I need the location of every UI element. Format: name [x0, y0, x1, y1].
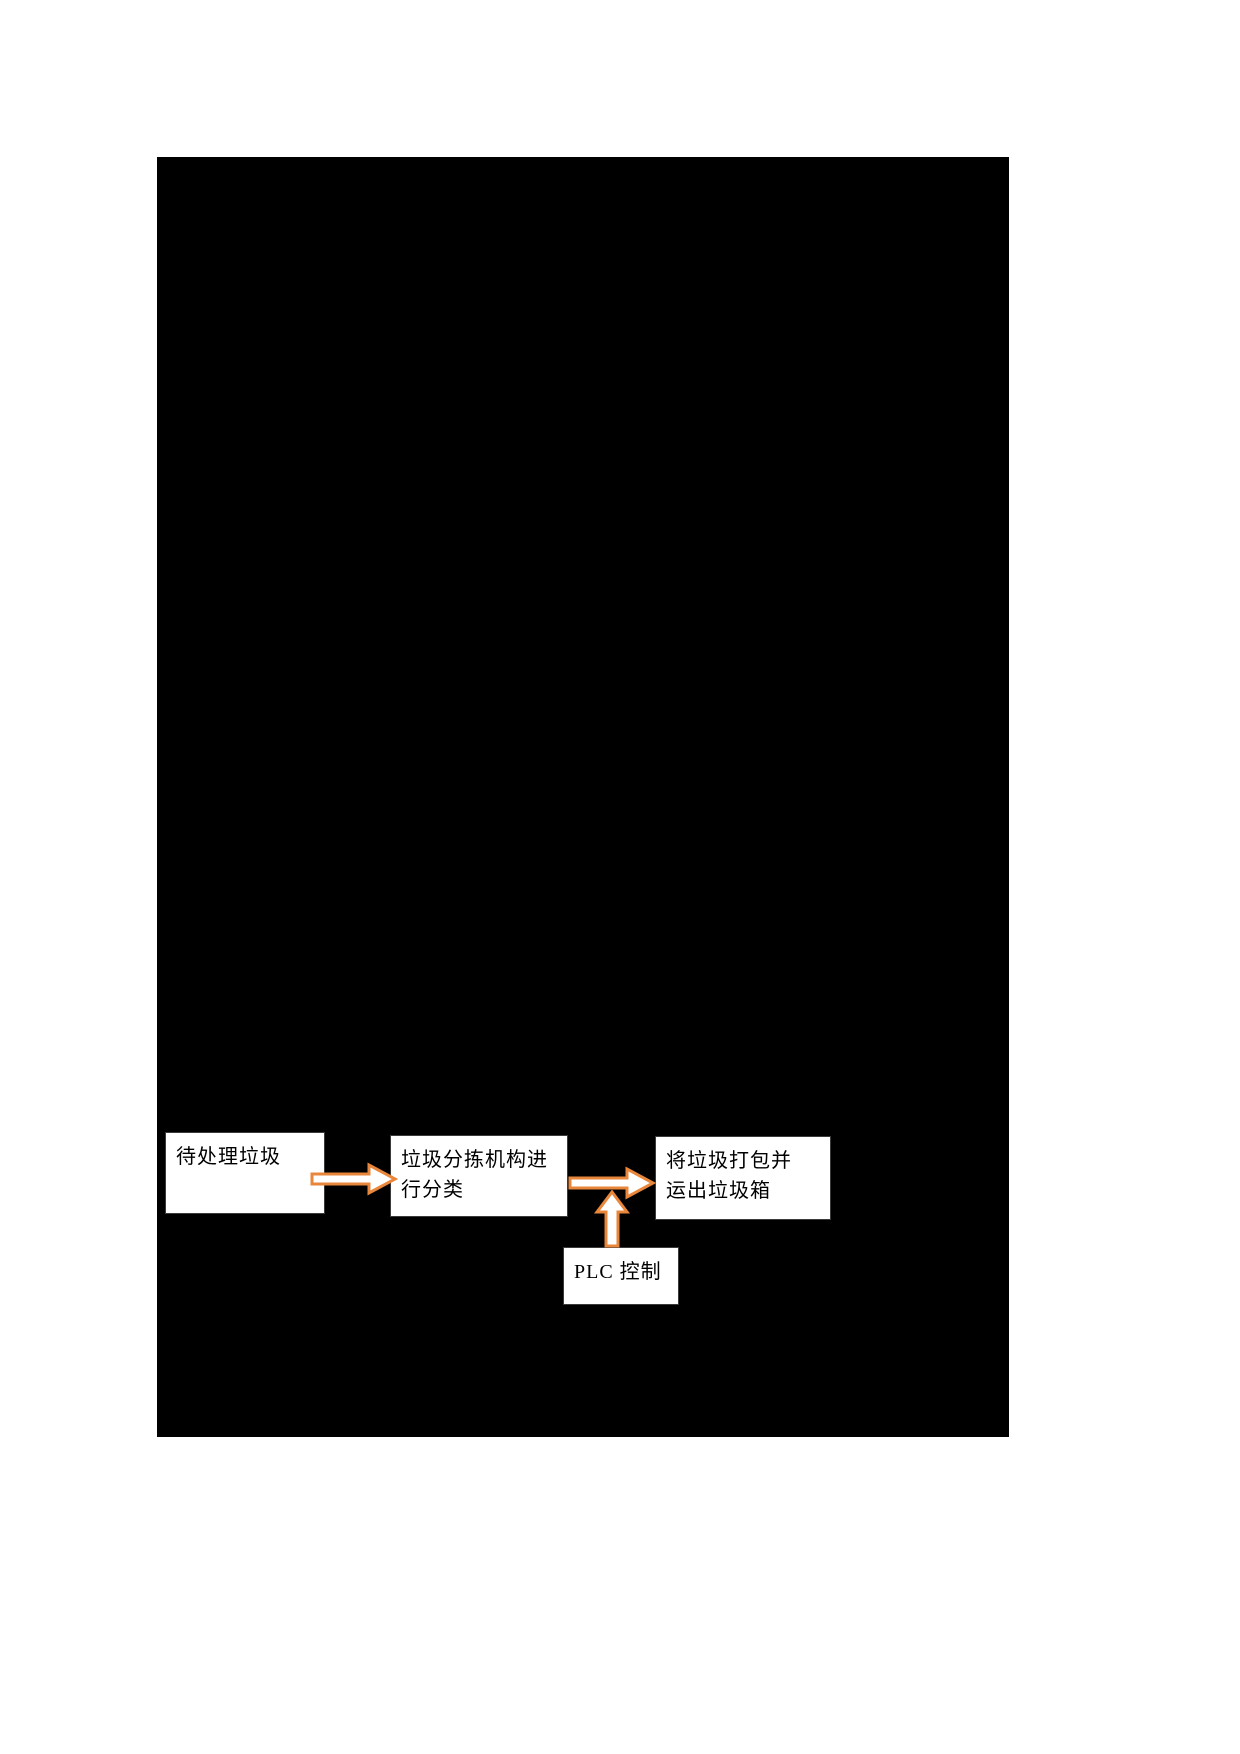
arrow-right-2-icon	[568, 1166, 656, 1200]
black-image-panel: 待处理垃圾 垃圾分拣机构进 行分类 将垃圾打包并 运出垃圾箱	[157, 157, 1009, 1437]
flow-box-plc-label: PLC 控制	[574, 1261, 662, 1283]
flow-box-waste-label: 待处理垃圾	[176, 1146, 281, 1168]
flow-box-sorting: 垃圾分拣机构进 行分类	[390, 1135, 568, 1217]
flow-box-packing-line1: 将垃圾打包并	[666, 1150, 792, 1172]
flow-box-waste: 待处理垃圾	[165, 1132, 325, 1214]
arrow-up-icon	[594, 1190, 630, 1248]
flow-box-packing: 将垃圾打包并 运出垃圾箱	[655, 1136, 831, 1220]
flow-box-sorting-line2: 行分类	[401, 1179, 464, 1201]
flow-box-plc: PLC 控制	[563, 1247, 679, 1305]
arrow-right-1-icon	[310, 1162, 398, 1196]
flow-box-packing-line2: 运出垃圾箱	[666, 1180, 771, 1202]
flow-box-sorting-line1: 垃圾分拣机构进	[401, 1149, 548, 1171]
